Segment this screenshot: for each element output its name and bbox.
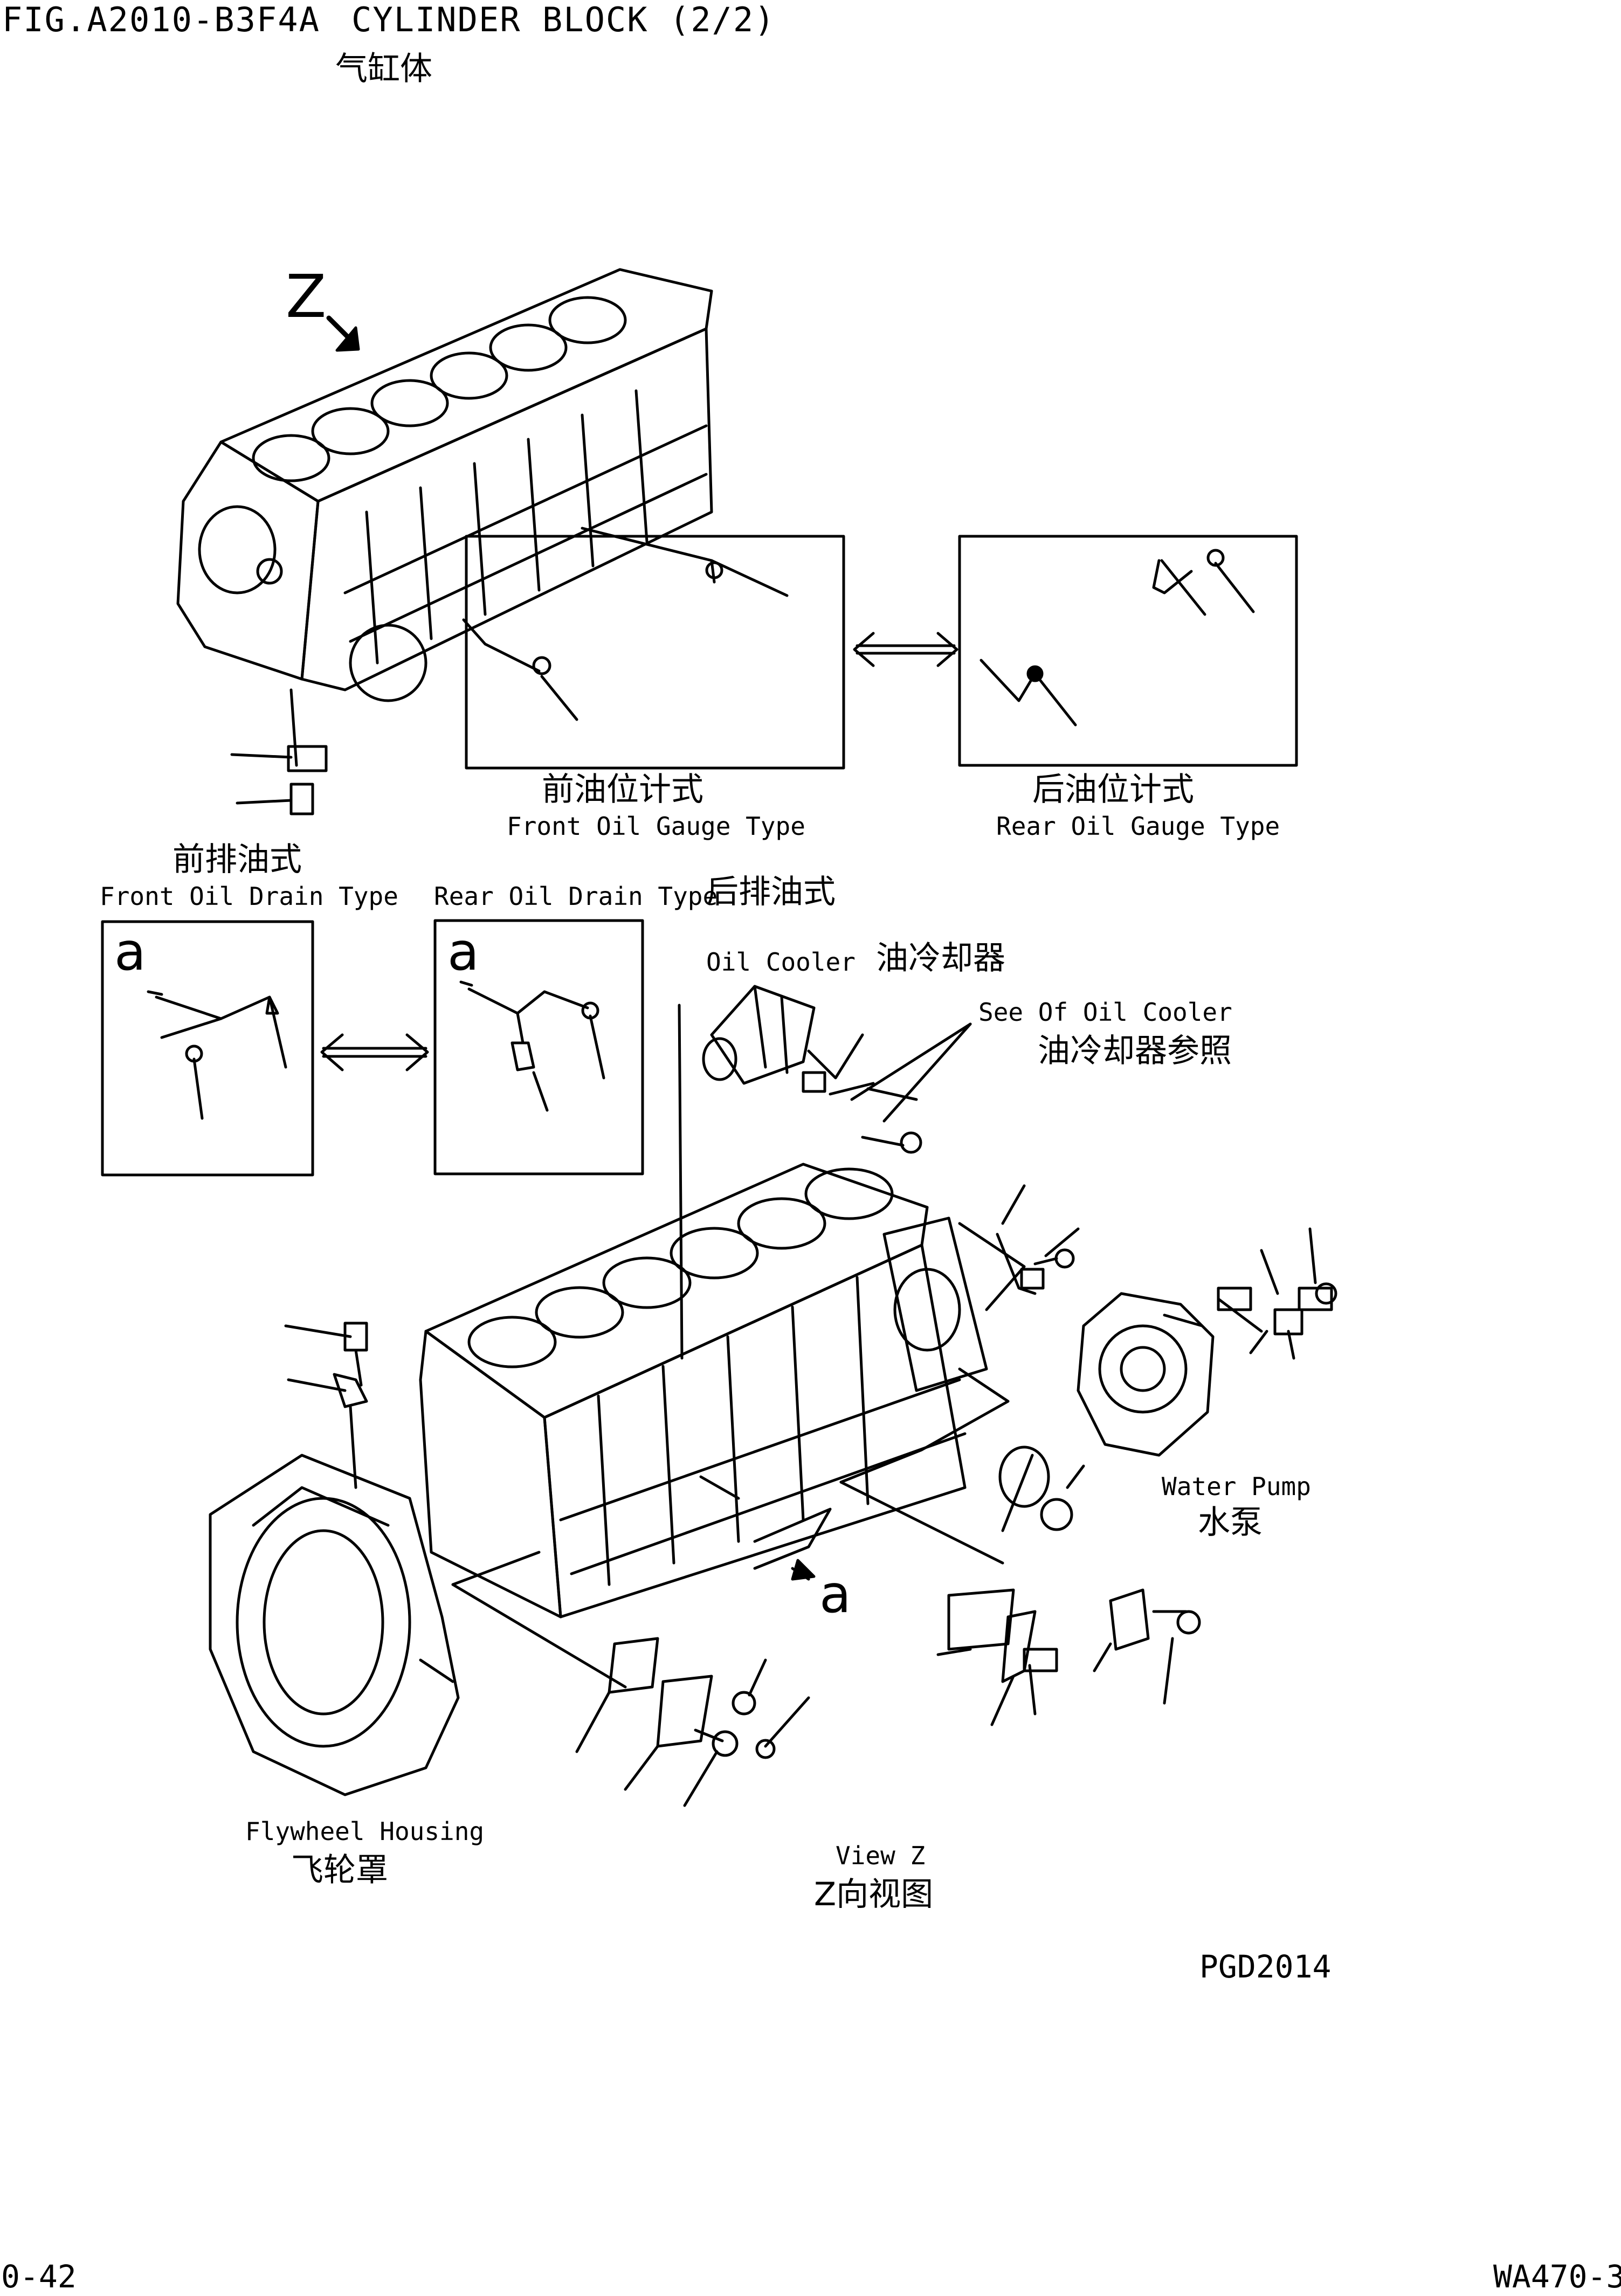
rear-oil-gauge-label-cn: 后油位计式 xyxy=(1032,771,1194,808)
rear-oil-gauge-label-en: Rear Oil Gauge Type xyxy=(996,812,1280,841)
see-oil-cooler-label-en: See Of Oil Cooler xyxy=(978,998,1232,1027)
figure-title-cn: 气缸体 xyxy=(335,50,432,88)
water-pump xyxy=(1078,1294,1213,1455)
front-oil-drain-label-cn: 前排油式 xyxy=(173,841,302,879)
flywheel-housing xyxy=(210,1455,458,1795)
oil-cooler-label-cn: 油冷却器 xyxy=(876,939,1005,977)
view-z-arrow-label: Z xyxy=(286,262,327,331)
front-oil-gauge-label-cn: 前油位计式 xyxy=(542,771,703,808)
drawing-number: PGD2014 xyxy=(1199,1948,1332,1985)
rear-oil-drain-label-en: Rear Oil Drain Type xyxy=(434,882,718,911)
oil-cooler-label-en: Oil Cooler xyxy=(706,948,856,977)
water-pump-label-en: Water Pump xyxy=(1162,1472,1311,1501)
machine-model: WA470-3 xyxy=(1493,2258,1621,2295)
rear-oil-gauge-box xyxy=(960,536,1296,765)
upper-cylinder-block xyxy=(178,269,712,814)
front-oil-drain-label-en: Front Oil Drain Type xyxy=(100,882,398,911)
figure-title: CYLINDER BLOCK (2/2) xyxy=(351,0,776,39)
front-oil-gauge-label-en: Front Oil Gauge Type xyxy=(507,812,805,841)
flywheel-housing-label-cn: 飞轮罩 xyxy=(291,1851,388,1889)
page-number: 0-42 xyxy=(1,2258,77,2295)
oil-cooler xyxy=(679,986,921,1358)
water-pump-label-cn: 水泵 xyxy=(1198,1504,1263,1541)
lower-cylinder-block xyxy=(420,1164,1024,1687)
callout-a-view-arrow: a xyxy=(819,1564,851,1624)
front-oil-gauge-box xyxy=(466,536,844,768)
figure-code: FIG.A2010-B3F4A xyxy=(2,0,320,39)
front-oil-drain-box xyxy=(102,922,313,1175)
flywheel-housing-label-en: Flywheel Housing xyxy=(245,1817,485,1846)
view-z-label-cn: Z向视图 xyxy=(814,1876,934,1913)
callout-a-rear-drain: a xyxy=(447,922,479,982)
rear-oil-drain-box xyxy=(435,921,643,1174)
see-oil-cooler-label-cn: 油冷却器参照 xyxy=(1038,1032,1232,1070)
rear-oil-drain-label-cn: 后排油式 xyxy=(706,873,836,911)
view-z-label-en: View Z xyxy=(836,1841,926,1870)
callout-a-front-drain: a xyxy=(114,922,146,982)
